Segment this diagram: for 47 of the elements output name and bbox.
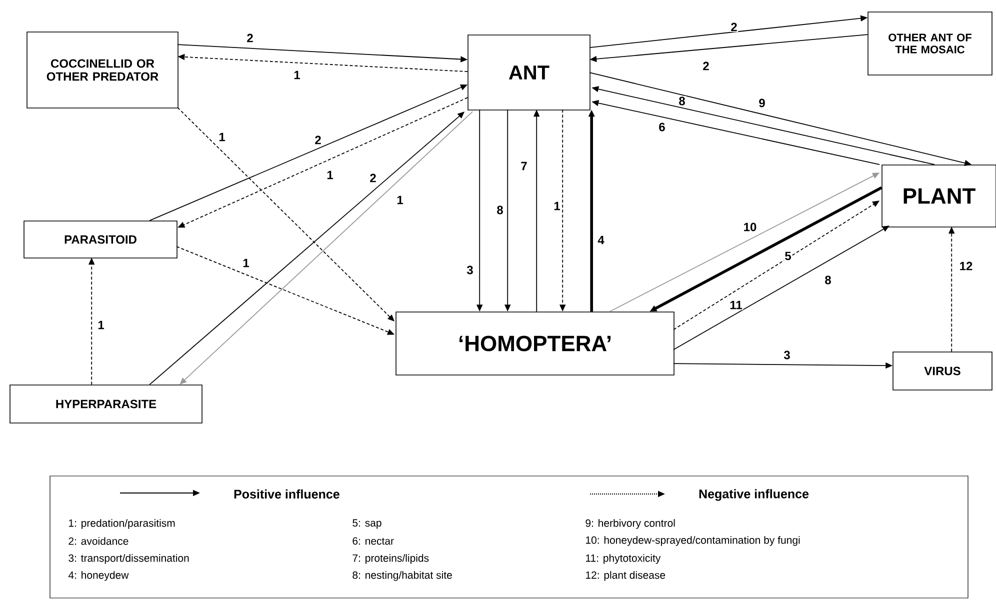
box: HYPERPARASITE bbox=[10, 384, 202, 424]
edge-label: 1 bbox=[326, 170, 334, 180]
edge-label: 12 bbox=[958, 261, 974, 271]
box: PLANT bbox=[882, 164, 996, 228]
legend-item: 6: nectar bbox=[352, 537, 394, 545]
legend-item: 9: herbivory control bbox=[586, 519, 675, 529]
box: OTHER ANT OF THE MOSAIC bbox=[868, 12, 992, 76]
legend-item: 4: honeydew bbox=[68, 571, 129, 581]
edge-label: 10 bbox=[742, 222, 758, 232]
box: ‘HOMOPTERA’ bbox=[396, 312, 674, 376]
edge-label: 7 bbox=[520, 161, 528, 171]
edge-label: 11 bbox=[728, 300, 744, 310]
legend-text: Positive influence bbox=[234, 489, 340, 499]
edge-label: 1 bbox=[396, 195, 404, 205]
edge-label: 2 bbox=[730, 22, 738, 32]
legend-item: 11: phytotoxicity bbox=[586, 554, 661, 564]
edge-label: 1 bbox=[218, 132, 226, 142]
edge-label: 1 bbox=[552, 201, 562, 211]
box: PARASITOID bbox=[24, 220, 178, 258]
edge-label: 6 bbox=[658, 122, 666, 132]
edge-label: 2 bbox=[314, 135, 322, 145]
legend-item: 5: sap bbox=[352, 519, 382, 529]
legend-item: 2: avoidance bbox=[68, 537, 128, 545]
edge-label: 9 bbox=[758, 98, 766, 108]
legend-item: 1: predation/parasitism bbox=[69, 519, 175, 529]
legend-item: 7: proteins/lipids bbox=[352, 554, 429, 564]
edge-label: 8 bbox=[824, 274, 832, 286]
legend-item: 3: transport/dissemination bbox=[68, 554, 189, 564]
edge-label: 3 bbox=[466, 264, 474, 276]
edge-label: 2 bbox=[368, 173, 378, 183]
legend-item: 12: plant disease bbox=[586, 571, 666, 581]
edge-label: 8 bbox=[496, 204, 504, 216]
legend-item: 10: honeydew-sprayed/contamination by fungi bbox=[586, 536, 800, 546]
edge-label: 8 bbox=[678, 96, 686, 106]
box: VIRUS bbox=[892, 352, 992, 390]
edge-label: 3 bbox=[782, 350, 792, 360]
edge-label: 4 bbox=[596, 235, 606, 245]
edge-label: 1 bbox=[96, 320, 106, 330]
edge-label: 2 bbox=[246, 33, 254, 43]
edge-label: 5 bbox=[784, 251, 792, 261]
box: ANT bbox=[468, 34, 590, 110]
legend-item: 8: nesting/habitat site bbox=[352, 571, 452, 581]
legend-text: Negative influence bbox=[699, 489, 809, 501]
edge-label: 1 bbox=[242, 258, 250, 268]
edge-label: 2 bbox=[702, 61, 710, 71]
box: COCCINELLID OR OTHER PREDATOR bbox=[26, 32, 178, 108]
edge-label: 1 bbox=[292, 70, 302, 80]
